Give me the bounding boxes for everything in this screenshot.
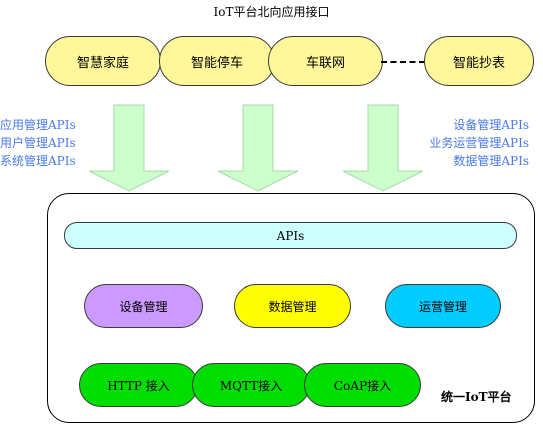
apis-bar: APIs [64,222,517,249]
data-management-apis-label: 数据管理APIs [453,154,529,168]
down-arrow-middle [217,104,299,192]
platform-label: 统一IoT平台 [441,390,512,404]
http-access-module: HTTP 接入 [79,363,198,407]
diagram-title: IoT平台北向应用接口 [213,5,330,19]
system-management-apis-label: 系统管理APIs [0,154,76,168]
down-arrow-left [88,104,170,192]
app-management-apis-label: 应用管理APIs [0,118,76,132]
app-smart-meter: 智能抄表 [424,36,534,86]
user-management-apis-label: 用户管理APIs [0,136,76,150]
device-management-apis-label: 设备管理APIs [453,118,529,132]
dashed-connector [381,61,425,63]
down-arrow-right [342,104,424,192]
operation-management-module: 运营管理 [385,284,501,328]
coap-access-module: CoAP接入 [304,363,421,407]
mqtt-access-module: MQTT接入 [192,363,310,407]
app-smart-home: 智慧家庭 [45,36,161,86]
data-management-module: 数据管理 [234,284,351,328]
right-api-labels: 设备管理APIs 业务运营管理APIs 数据管理APIs [429,116,529,170]
left-api-labels: 应用管理APIs 用户管理APIs 系统管理APIs [0,116,76,170]
business-operation-apis-label: 业务运营管理APIs [429,136,529,150]
app-smart-parking: 智能停车 [159,36,275,86]
app-connected-car: 车联网 [268,36,383,86]
device-management-module: 设备管理 [84,284,203,328]
